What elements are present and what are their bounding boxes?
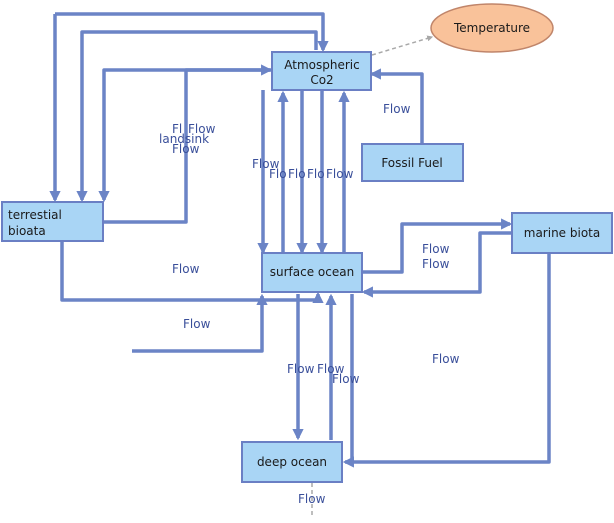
- flow-marine-to-surface[interactable]: [361, 231, 512, 298]
- flow-label-atm-mid-3: Flo: [307, 167, 325, 181]
- flow-label-deep-1: Flow: [287, 362, 315, 376]
- flow-label-deep-out: Flow: [298, 492, 326, 506]
- flow-inflow-to-ocean[interactable]: [132, 293, 268, 353]
- link-atmosphere-temperature[interactable]: [371, 35, 434, 56]
- flow-label-atm-mid-2: Flo: [288, 167, 306, 181]
- stock-atmospheric-label-2: Co2: [310, 73, 333, 87]
- flow-landsink[interactable]: [104, 64, 273, 224]
- stock-terrestrial-label-1: terrestial: [8, 208, 62, 222]
- flow-outer-loop-terrestrial[interactable]: [55, 12, 329, 53]
- flow-label-atm-mid-1: Flo: [269, 167, 287, 181]
- stock-terrestrial-label-2: bioata: [8, 224, 46, 238]
- node-temperature[interactable]: Temperature: [430, 3, 554, 53]
- stock-terrestrial-biota[interactable]: terrestial bioata: [1, 201, 104, 242]
- flow-surface-to-marine[interactable]: [362, 218, 513, 274]
- flow-label-landsink: landsink: [159, 132, 209, 146]
- flow-label-atm-left: Flow: [252, 157, 280, 171]
- stock-surface-ocean[interactable]: surface ocean: [261, 252, 363, 293]
- flow-atmosphere-to-terrestrial[interactable]: [76, 30, 318, 203]
- flow-label-land-top-2: Flow: [188, 122, 216, 136]
- flow-label-land-flow: Flow: [172, 142, 200, 156]
- stock-atmospheric-label-1: Atmospheric: [284, 58, 359, 72]
- node-temperature-label: Temperature: [453, 21, 530, 35]
- flow-label-land-top-1: Fl: [172, 122, 182, 136]
- flow-label-atm-mid-4: Flow: [326, 167, 354, 181]
- flow-label-marine-deep: Flow: [432, 352, 460, 366]
- stock-marine-biota[interactable]: marine biota: [511, 212, 613, 254]
- flow-label-marine-1: Flow: [422, 242, 450, 256]
- stock-fossil-fuel[interactable]: Fossil Fuel: [361, 143, 464, 182]
- flow-label-deep-3: Flow: [332, 372, 360, 386]
- flow-label-fossil: Flow: [383, 102, 411, 116]
- stock-fossil-fuel-label: Fossil Fuel: [381, 156, 442, 170]
- flow-marine-to-deep[interactable]: [342, 254, 551, 468]
- flow-label-terrestrial-ocean: Flow: [172, 262, 200, 276]
- flow-label-bottom-inflow: Flow: [183, 317, 211, 331]
- stock-deep-ocean-label: deep ocean: [257, 455, 327, 469]
- stock-surface-ocean-label: surface ocean: [270, 265, 354, 279]
- flow-fossil-fuel[interactable]: [369, 68, 424, 143]
- stock-marine-biota-label: marine biota: [524, 226, 600, 240]
- flow-label-marine-2: Flow: [422, 257, 450, 271]
- stock-deep-ocean[interactable]: deep ocean: [241, 441, 343, 483]
- flow-terrestrial-to-ocean[interactable]: [60, 242, 324, 303]
- flow-label-deep-2: Flow: [317, 362, 345, 376]
- stock-atmospheric-co2[interactable]: Atmospheric Co2: [271, 51, 372, 91]
